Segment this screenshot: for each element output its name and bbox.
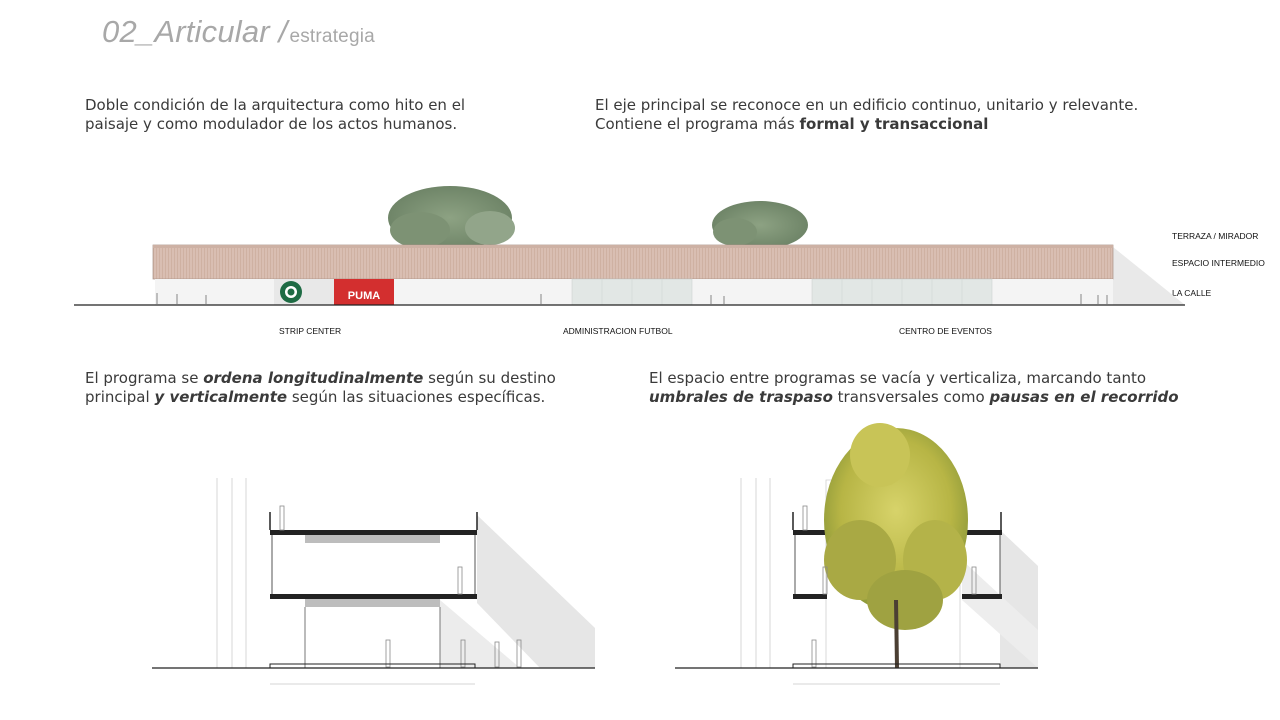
shadow-shape <box>1113 247 1185 305</box>
page-title: 02_Articular /estrategia <box>102 14 375 50</box>
level-label-terrace: TERRAZA / MIRADOR <box>1172 231 1259 241</box>
paragraph-line: paisaje y como modulador de los actos hu… <box>85 115 458 133</box>
section-drawing-right <box>675 423 1038 685</box>
paragraph-program: El programa se ordena longitudinalmente … <box>85 369 556 407</box>
zone-label-admin-futbol: ADMINISTRACION FUTBOL <box>563 326 673 336</box>
paragraph-line: Contiene el programa más formal y transa… <box>595 115 989 133</box>
starbucks-logo-icon <box>274 279 334 305</box>
paragraph-space: El espacio entre programas se vacía y ve… <box>649 369 1179 407</box>
puma-store-sign: PUMA <box>334 279 394 305</box>
zone-label-event-center: CENTRO DE EVENTOS <box>899 326 992 336</box>
people-silhouettes <box>156 293 1108 304</box>
page-title-sub: estrategia <box>289 26 375 47</box>
level-label-intermediate: ESPACIO INTERMEDIO <box>1172 258 1265 268</box>
paragraph-line: El espacio entre programas se vacía y ve… <box>649 369 1147 387</box>
tree-icon <box>712 201 808 305</box>
paragraph-main-axis: El eje principal se reconoce en un edifi… <box>595 96 1138 134</box>
paragraph-line: El eje principal se reconoce en un edifi… <box>595 96 1139 114</box>
tree-icon <box>824 423 968 669</box>
zone-label-strip-center: STRIP CENTER <box>279 326 342 336</box>
paragraph-line: El programa se ordena longitudinalmente … <box>85 369 556 387</box>
page-title-main: 02_Articular / <box>102 14 288 49</box>
svg-text:PUMA: PUMA <box>348 290 380 302</box>
level-label-street: LA CALLE <box>1172 288 1212 298</box>
paragraph-landmark: Doble condición de la arquitectura como … <box>85 96 465 134</box>
paragraph-line: umbrales de traspaso transversales como … <box>649 388 1179 406</box>
section-drawing-left <box>152 478 595 685</box>
paragraph-line: Doble condición de la arquitectura como … <box>85 96 466 114</box>
paragraph-line: principal y verticalmente según las situ… <box>85 388 546 406</box>
facade-band <box>152 244 1114 280</box>
